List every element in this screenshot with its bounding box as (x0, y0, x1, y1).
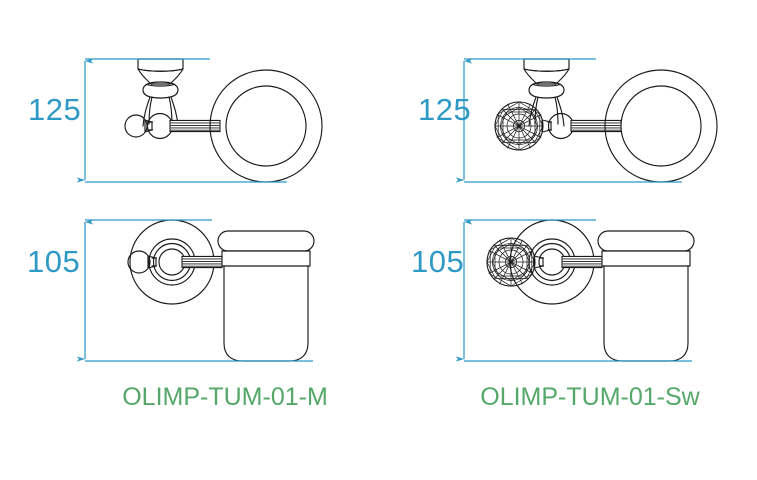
knob-plain-top-left (124, 112, 174, 140)
part-label-left: OLIMP-TUM-01-M (122, 383, 328, 411)
view-bottom-left (127, 219, 315, 362)
dimension-text-125-right: 125 (418, 92, 472, 127)
view-bottom-right (486, 219, 695, 362)
knob-crystal-top-right (494, 101, 575, 151)
dimension-text-125-left: 125 (28, 92, 82, 127)
dimension-text-105-left: 105 (27, 244, 81, 279)
bracket-top-right (523, 58, 570, 127)
dimension-125-right (455, 58, 682, 183)
ring-top-left (209, 69, 323, 183)
knob-crystal-bottom-right (486, 237, 566, 287)
ring-top-right (604, 69, 718, 183)
connector-bar-bottom-left (181, 255, 223, 269)
connector-bar-top-left (169, 119, 221, 133)
dimension-105-right (455, 219, 692, 362)
tumbler-bottom-right (597, 230, 695, 362)
dimension-annotations (76, 58, 692, 362)
connector-bar-bottom-right (561, 255, 603, 269)
bracket-top-left (137, 58, 184, 127)
view-top-left (124, 58, 323, 183)
connector-bar-top-right (570, 119, 622, 133)
view-top-right (494, 58, 718, 183)
tumbler-bottom-left (217, 230, 315, 362)
dimension-125-left (76, 58, 287, 183)
dimension-text-105-right: 105 (411, 244, 465, 279)
part-label-right: OLIMP-TUM-01-Sw (480, 383, 700, 411)
dimension-105-left (76, 219, 313, 362)
